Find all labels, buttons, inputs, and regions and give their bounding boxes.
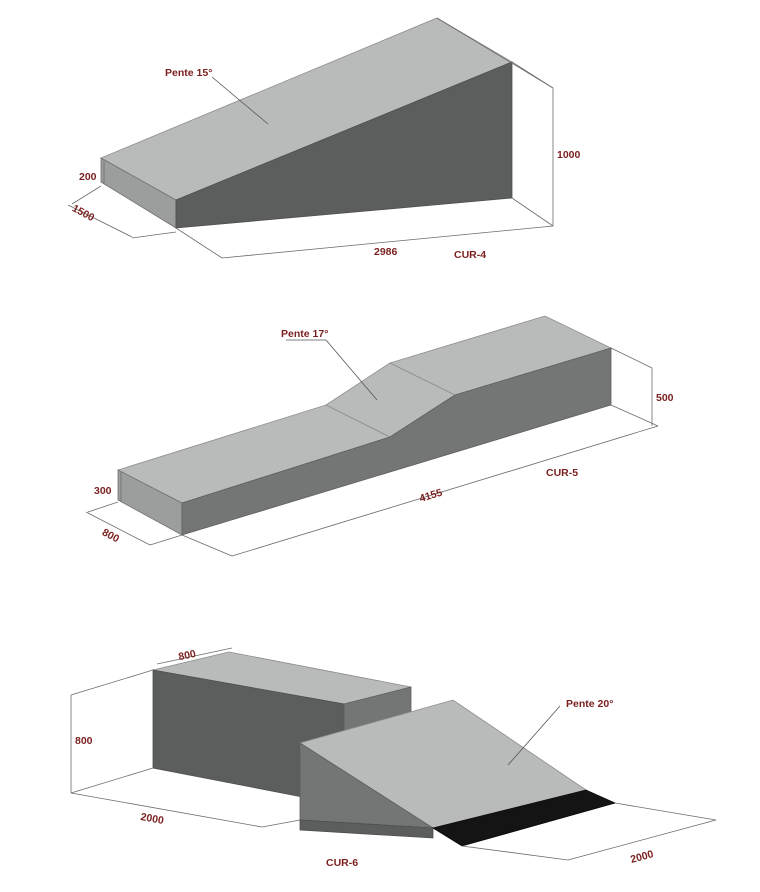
cur5-name-label: CUR-5 <box>546 467 578 479</box>
cur4-slope-label: Pente 15° <box>165 67 212 79</box>
cur5-dimensions <box>85 339 659 557</box>
cur5-length-label: 4155 <box>418 487 444 505</box>
cur6-kicker-front <box>299 819 434 839</box>
cur4-front-height-label: 200 <box>79 171 97 183</box>
cur6-block-width-label: 800 <box>177 648 197 663</box>
cur5-back-height-label: 500 <box>656 392 674 404</box>
cur5-ramp <box>116 315 613 536</box>
cur6-slope-label: Pente 20° <box>566 698 613 710</box>
cur4-dimensions <box>67 17 554 259</box>
cur6-block-height-label: 800 <box>75 735 93 747</box>
cur5-slope-label: Pente 17° <box>281 328 328 340</box>
cur4-back-height-label: 1000 <box>557 149 581 161</box>
cur6-name-label: CUR-6 <box>326 857 358 869</box>
cur5-front-height-label: 300 <box>94 485 112 497</box>
cur6-ramp-length-label: 2000 <box>629 848 655 866</box>
cur5-width-label: 800 <box>100 526 121 545</box>
cur6-kicker <box>299 699 617 847</box>
cur6-block-length-label: 2000 <box>140 811 165 827</box>
cur4-length-label: 2986 <box>374 246 398 258</box>
cur4-ramp <box>100 17 513 229</box>
cur6-dimensions <box>70 647 717 861</box>
cur4-name-label: CUR-4 <box>454 249 486 261</box>
cur4-width-label: 1500 <box>70 202 96 224</box>
